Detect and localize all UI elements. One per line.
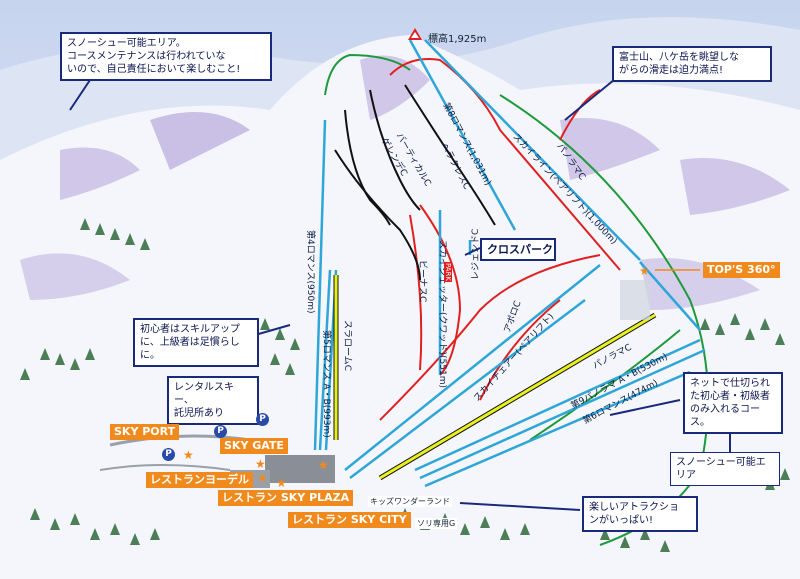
callout-fuji-view: 富士山、八ケ岳を眺望しな がらの滑走は迫力満点! bbox=[612, 46, 772, 82]
facility-sky-plaza[interactable]: レストラン SKY PLAZA bbox=[218, 490, 354, 506]
star-marker-icon: ★ bbox=[276, 476, 287, 490]
star-marker-icon: ★ bbox=[318, 458, 329, 472]
park-tag: PARK bbox=[444, 262, 452, 283]
star-marker-icon: ★ bbox=[257, 471, 268, 485]
course-label-slalom: スラロームC bbox=[342, 320, 352, 372]
parking-icon: P bbox=[256, 413, 269, 426]
callout-beginners: 初心者はスキルアップ に、上級者は足慣らしに。 bbox=[133, 318, 259, 367]
callout-kids-net: ネットで仕切られ た初心者・初級者 のみ入れるコース。 bbox=[683, 372, 783, 434]
star-marker-icon: ★ bbox=[255, 457, 266, 471]
facility-tops-360[interactable]: TOP'S 360° bbox=[703, 262, 780, 278]
course-label-venus: ビーナスC bbox=[417, 260, 427, 303]
star-marker-icon: ★ bbox=[183, 448, 194, 462]
callout-rental: レンタルスキー、 託児所あり bbox=[167, 376, 259, 425]
course-label-romance5: 第5ロマンス A・B(993m) bbox=[321, 330, 331, 438]
callout-cross-park: クロスパーク bbox=[480, 238, 556, 261]
parking-icon: P bbox=[162, 448, 175, 461]
peak-triangle-icon bbox=[408, 28, 422, 40]
parking-icon: P bbox=[214, 425, 227, 438]
callout-snowshoe-bottom: スノーシュー可能エリア bbox=[670, 452, 780, 486]
sled-area-label: ソリ専用G bbox=[415, 518, 458, 529]
kids-wonder-land-label: キッズワンダーランド bbox=[368, 496, 452, 507]
callout-attractions: 楽しいアトラクショ ンがいっぱい! bbox=[582, 496, 698, 532]
facility-yodel[interactable]: レストランヨーデル bbox=[146, 472, 253, 488]
star-marker-icon: ★ bbox=[639, 264, 650, 278]
facility-sky-city[interactable]: レストラン SKY CITY bbox=[288, 512, 411, 528]
callout-snowshoe-top: スノーシュー可能エリア。 コースメンテナンスは行われていな いので、自己責任にお… bbox=[60, 32, 272, 81]
facility-sky-gate[interactable]: SKY GATE bbox=[220, 438, 288, 454]
course-label-romance4: 第4ロマンス(950m) bbox=[305, 230, 315, 314]
peak-elevation-label: 標高1,925m bbox=[428, 34, 487, 45]
facility-sky-port[interactable]: SKY PORT bbox=[110, 424, 180, 440]
